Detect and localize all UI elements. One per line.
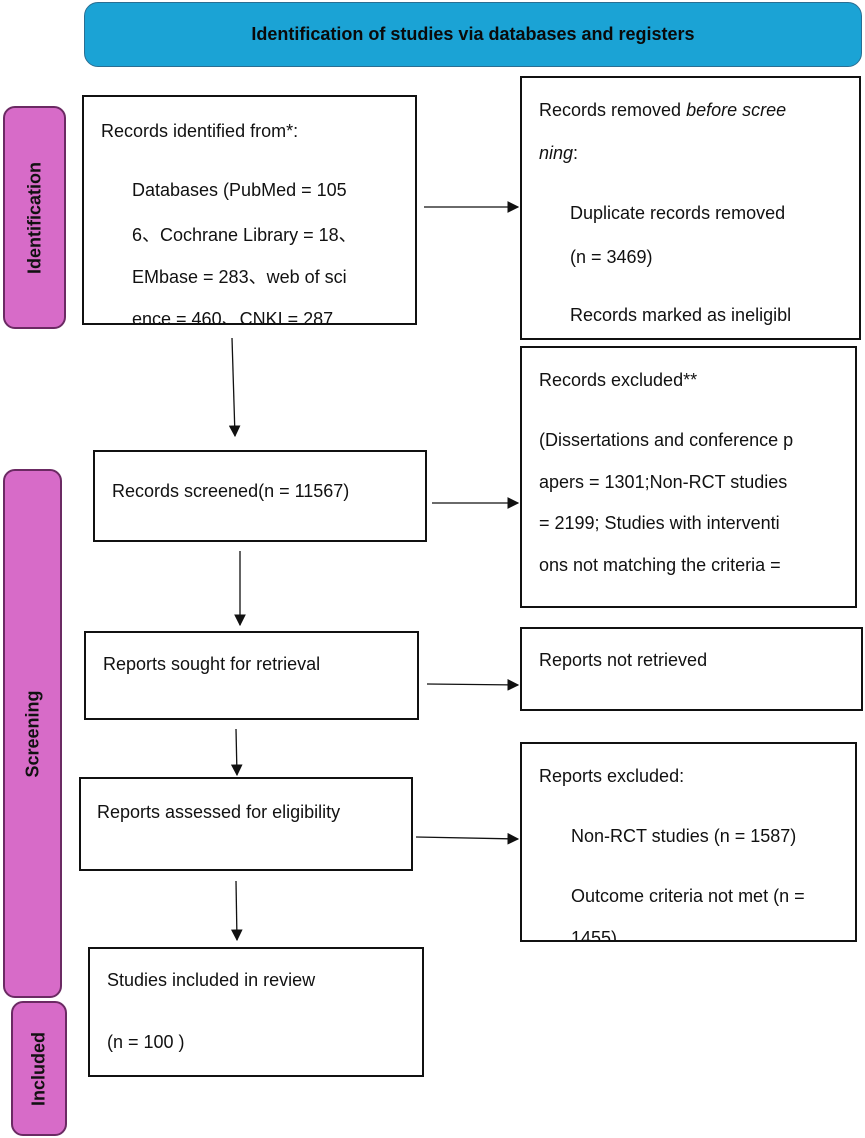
reports-excluded-box: Reports excluded: Non-RCT studies (n = 1… xyxy=(520,742,857,942)
arrow-sought-to-not-retrieved xyxy=(426,679,520,691)
reports-not-retrieved-box: Reports not retrieved xyxy=(520,627,863,711)
records-identified-line-2: 6、Cochrane Library = 18、 xyxy=(132,225,357,245)
records-identified-line-3: EMbase = 283、web of sci xyxy=(132,267,347,287)
reports-excluded-title: Reports excluded: xyxy=(539,766,685,786)
studies-included-box: Studies included in review (n = 100 ) xyxy=(88,947,424,1077)
stage-included: Included xyxy=(11,1001,67,1136)
records-screened-title: Records screened(n = 11567) xyxy=(112,481,350,501)
stage-screening: Screening xyxy=(3,469,62,998)
records-removed-line-2: (n = 3469) xyxy=(570,247,653,267)
records-removed-line-1: Duplicate records removed xyxy=(570,203,786,223)
records-screened-box: Records screened(n = 11567) xyxy=(93,450,427,542)
records-removed-box: Records removed before scree ning: Dupli… xyxy=(520,76,861,340)
arrow-assessed-to-included xyxy=(230,880,243,942)
records-excluded-line-1: (Dissertations and conference p xyxy=(539,430,794,450)
reports-not-retrieved-title: Reports not retrieved xyxy=(539,650,708,670)
records-identified-box: Records identified from*: Databases (Pub… xyxy=(82,95,417,325)
reports-assessed-title: Reports assessed for eligibility xyxy=(97,802,341,822)
arrow-assessed-to-excluded xyxy=(415,832,520,845)
studies-included-count: (n = 100 ) xyxy=(107,1032,185,1052)
records-removed-title: Records removed before scree xyxy=(539,100,786,121)
header-title: Identification of studies via databases … xyxy=(251,24,695,44)
records-removed-title-line2-suffix: : xyxy=(573,143,579,163)
studies-included-title: Studies included in review xyxy=(107,970,316,990)
records-removed-title-line2-italic: ning xyxy=(539,143,574,163)
records-excluded-line-3: = 2199; Studies with interventi xyxy=(539,513,780,533)
reports-sought-box: Reports sought for retrieval xyxy=(84,631,419,720)
reports-assessed-box: Reports assessed for eligibility xyxy=(79,777,413,871)
records-identified-line-1: Databases (PubMed = 105 xyxy=(132,180,347,200)
records-identified-title: Records identified from*: xyxy=(101,121,299,141)
records-excluded-line-4: ons not matching the criteria = xyxy=(539,555,781,575)
arrow-sought-to-assessed xyxy=(230,728,243,777)
stage-identification: Identification xyxy=(3,106,66,329)
reports-excluded-line-1: Non-RCT studies (n = 1587) xyxy=(571,826,797,846)
records-identified-line-4: ence = 460、CNKI = 287 xyxy=(132,309,334,325)
records-removed-line-3: Records marked as ineligibl xyxy=(570,305,792,325)
records-excluded-box: Records excluded** (Dissertations and co… xyxy=(520,346,857,608)
reports-sought-title: Reports sought for retrieval xyxy=(103,654,321,674)
reports-excluded-line-2: Outcome criteria not met (n = xyxy=(571,886,805,906)
records-removed-title-italic: before scree xyxy=(686,100,787,120)
records-removed-title-prefix: Records removed xyxy=(539,100,687,120)
records-removed-title-line2: ning: xyxy=(539,143,578,164)
records-excluded-line-2: apers = 1301;Non-RCT studies xyxy=(539,472,788,492)
records-excluded-title: Records excluded** xyxy=(539,370,698,390)
arrow-identified-to-screened xyxy=(228,337,241,438)
reports-excluded-line-3: 1455) xyxy=(571,928,618,942)
header-banner: Identification of studies via databases … xyxy=(84,2,862,67)
